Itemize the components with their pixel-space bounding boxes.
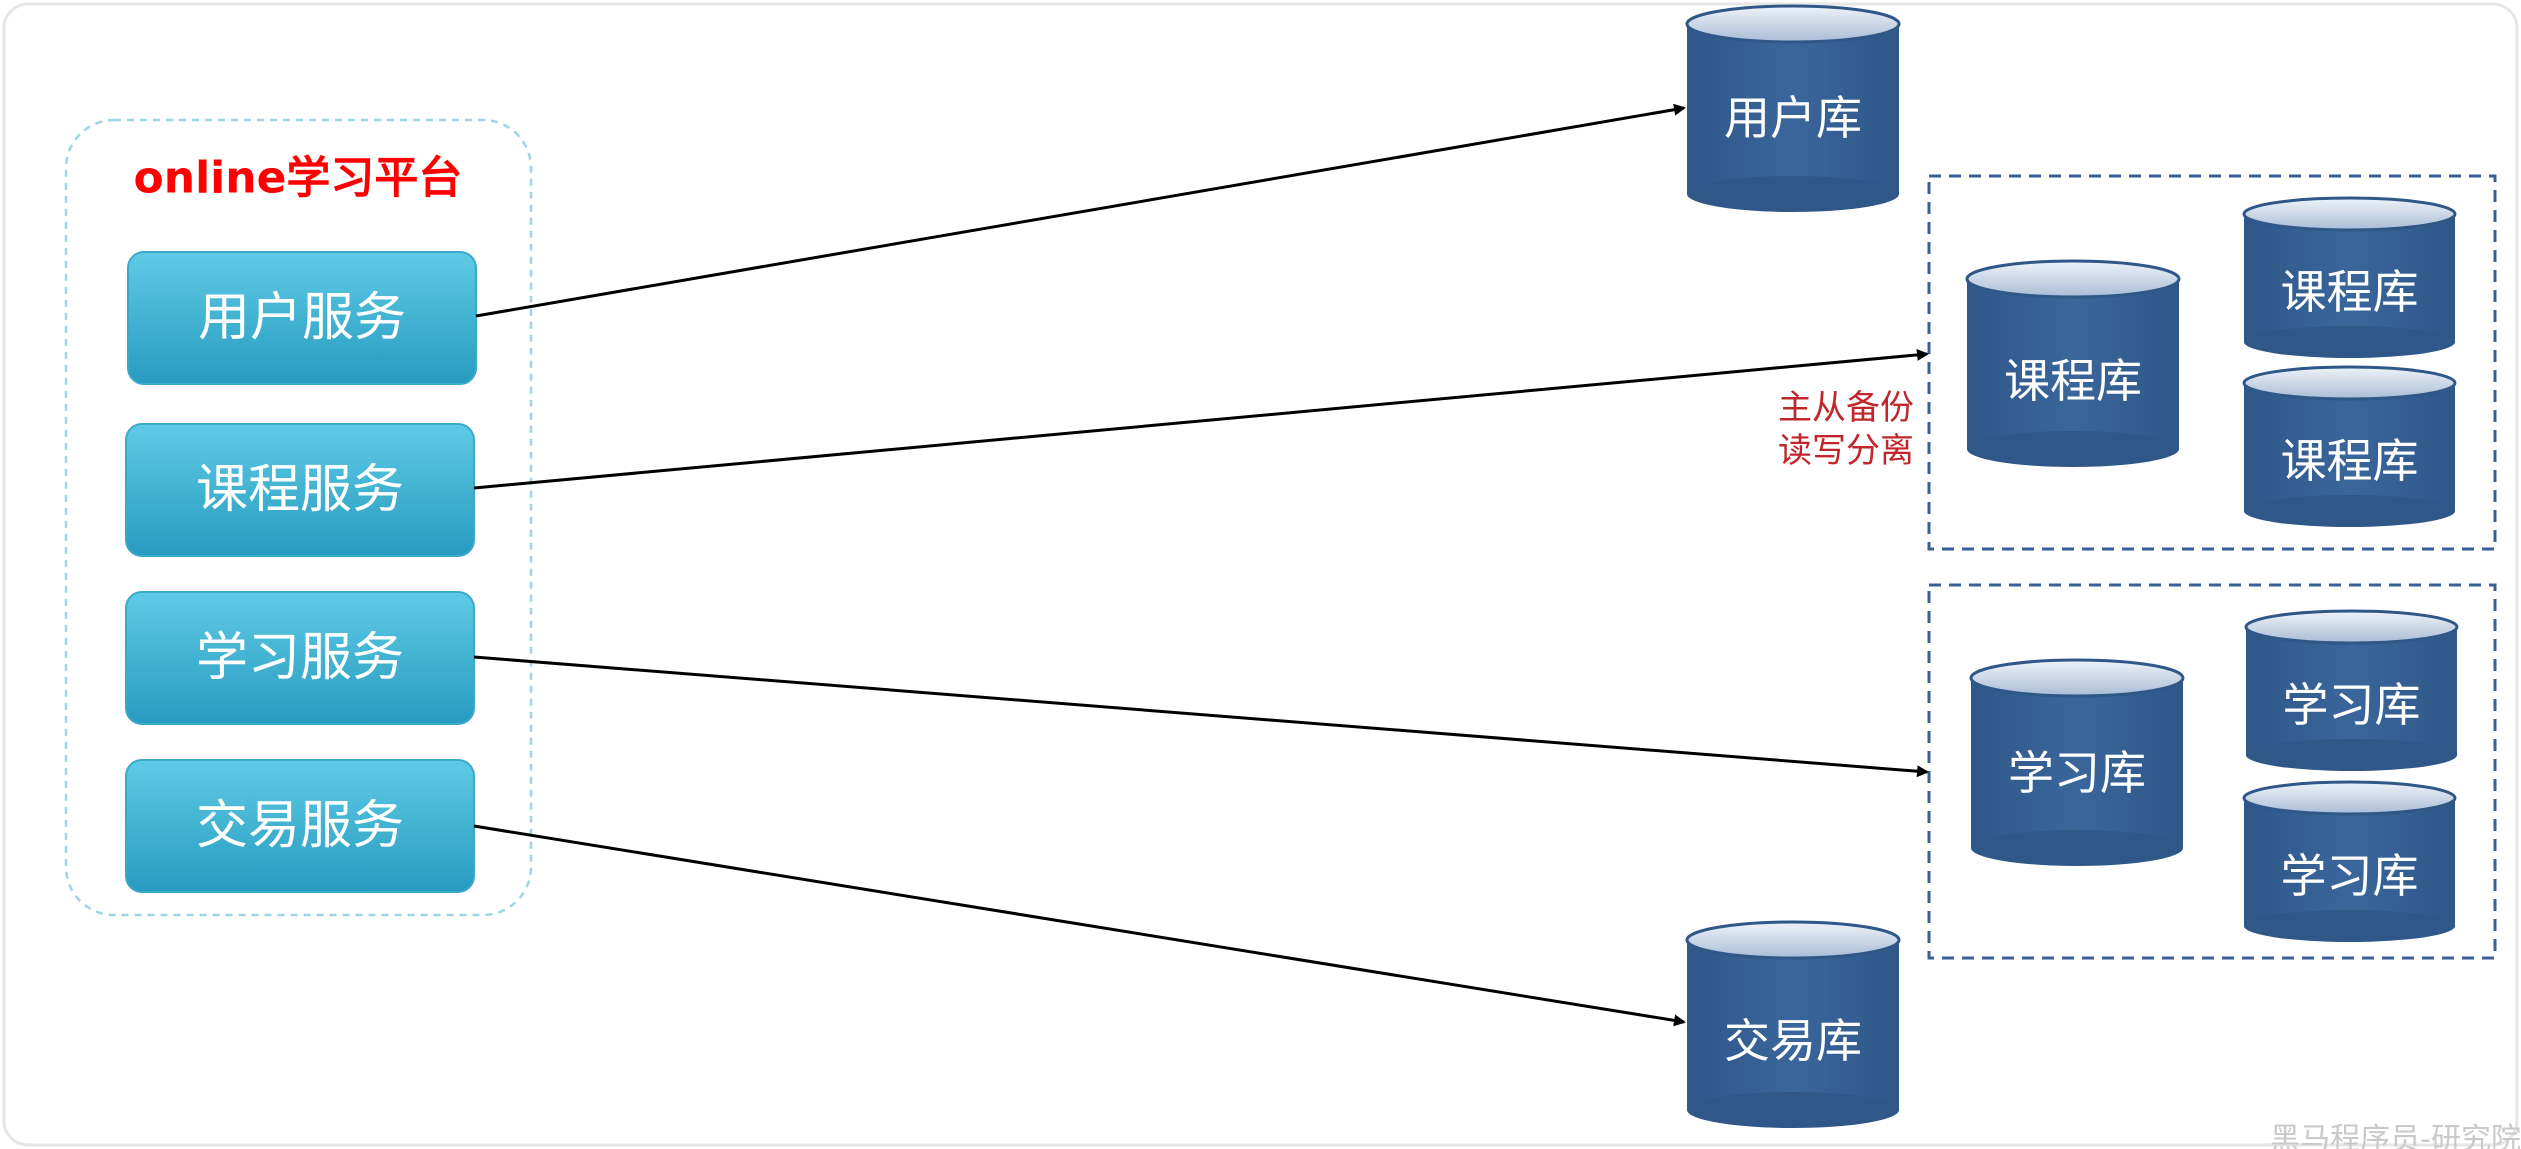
service-box[interactable] xyxy=(127,251,477,385)
service-box[interactable] xyxy=(125,423,475,557)
db-body xyxy=(1687,24,1899,194)
db-body xyxy=(2246,627,2457,755)
db-body xyxy=(1971,678,2183,848)
db-body xyxy=(1687,940,1899,1110)
platform-border xyxy=(64,118,533,917)
database-course-replica-2[interactable]: 课程库 xyxy=(2242,365,2457,527)
db-top xyxy=(2242,365,2457,401)
database-trade[interactable]: 交易库 xyxy=(1685,920,1901,1128)
db-label: 学习库 xyxy=(2008,746,2146,800)
platform-title: online学习平台 xyxy=(134,153,463,204)
course-cluster-group xyxy=(1927,174,2497,551)
db-bottom xyxy=(1687,1092,1899,1128)
db-bottom xyxy=(2244,495,2455,527)
db-top xyxy=(2244,609,2459,645)
arrow-course xyxy=(473,348,1929,490)
db-bottom xyxy=(1687,176,1899,212)
connections xyxy=(473,103,1929,1027)
db-body xyxy=(1967,279,2179,449)
db-body xyxy=(2244,383,2455,511)
service-trade[interactable]: 交易服务 xyxy=(125,759,475,893)
db-label: 课程库 xyxy=(2004,354,2142,408)
db-label: 学习库 xyxy=(2281,849,2419,903)
db-bottom xyxy=(2246,739,2457,771)
service-study[interactable]: 学习服务 xyxy=(125,591,475,725)
service-label: 学习服务 xyxy=(196,628,404,688)
service-course[interactable]: 课程服务 xyxy=(125,423,475,557)
platform-group: online学习平台 xyxy=(64,118,533,917)
db-bottom xyxy=(2244,910,2455,942)
db-bottom xyxy=(2244,326,2455,358)
database-course-replica-1[interactable]: 课程库 xyxy=(2242,196,2457,358)
arrow-user xyxy=(475,103,1686,318)
database-user[interactable]: 用户库 xyxy=(1685,4,1901,212)
database-study-replica-2[interactable]: 学习库 xyxy=(2242,780,2457,942)
db-label: 用户库 xyxy=(1724,91,1862,145)
watermark: 黑马程序员-研究院 xyxy=(2270,1122,2521,1149)
arrow-study xyxy=(473,655,1929,778)
db-body xyxy=(2244,798,2455,926)
db-bottom xyxy=(1967,431,2179,467)
service-label: 交易服务 xyxy=(196,796,404,856)
db-top xyxy=(1685,920,1901,960)
service-user[interactable]: 用户服务 xyxy=(127,251,477,385)
annotation-master-slave: 主从备份 xyxy=(1778,388,1914,428)
study-cluster-group xyxy=(1927,583,2497,960)
db-body xyxy=(2244,214,2455,342)
db-label: 课程库 xyxy=(2281,434,2419,488)
db-top xyxy=(1969,658,2185,698)
annotation-read-write: 读写分离 xyxy=(1778,431,1914,471)
db-label: 学习库 xyxy=(2283,678,2421,732)
database-study-replica-1[interactable]: 学习库 xyxy=(2244,609,2459,771)
db-label: 交易库 xyxy=(1724,1014,1862,1068)
db-top xyxy=(1965,259,2181,299)
db-bottom xyxy=(1971,830,2183,866)
service-label: 用户服务 xyxy=(198,288,406,348)
db-top xyxy=(2242,196,2457,232)
db-top xyxy=(1685,4,1901,44)
db-label: 课程库 xyxy=(2281,265,2419,319)
database-study-master[interactable]: 学习库 xyxy=(1969,658,2185,866)
db-top xyxy=(2242,780,2457,816)
database-course-master[interactable]: 课程库 xyxy=(1965,259,2181,467)
arrow-trade xyxy=(473,824,1686,1027)
service-label: 课程服务 xyxy=(196,460,404,520)
